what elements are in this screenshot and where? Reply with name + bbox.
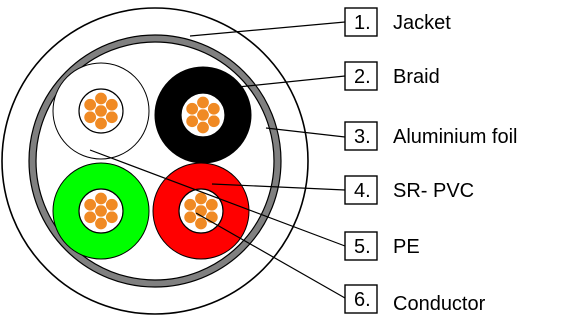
strand-green-3 <box>83 210 97 224</box>
label-number-sr-pvc: 4. <box>354 180 371 202</box>
label-text-sr-pvc: SR- PVC <box>393 180 474 202</box>
strand-white-3 <box>83 110 97 124</box>
label-boxes: 1. Jacket 2. Braid 3. Aluminium foil 4. … <box>344 7 517 315</box>
core-white <box>52 62 150 160</box>
strand-white-5 <box>94 91 108 106</box>
leader-line-braid <box>237 75 346 88</box>
leader-line-conductor <box>195 212 346 299</box>
label-conductor: 6. Conductor <box>344 284 486 315</box>
label-box-pe <box>344 231 378 261</box>
label-box-braid <box>344 61 378 91</box>
label-box-jacket <box>344 7 378 37</box>
strand-green-2 <box>94 216 108 231</box>
strand-white-4 <box>83 98 97 112</box>
strand-green-6 <box>105 198 119 212</box>
cable-body <box>1 7 309 315</box>
label-jacket: 1. Jacket <box>344 7 451 37</box>
label-number-pe: 5. <box>354 236 371 258</box>
label-sr-pvc: 4. SR- PVC <box>344 175 474 205</box>
label-number-aluminium-foil: 3. <box>354 126 371 148</box>
label-box-conductor <box>344 284 378 314</box>
label-box-aluminium-foil <box>344 121 378 151</box>
label-text-braid: Braid <box>393 66 440 88</box>
label-number-braid: 2. <box>354 66 371 88</box>
leader-line-sr-pvc <box>211 183 346 191</box>
core-red <box>152 162 250 260</box>
strand-green-4 <box>83 198 97 212</box>
label-number-jacket: 1. <box>354 12 371 34</box>
label-text-aluminium-foil: Aluminium foil <box>393 126 517 148</box>
strand-red-3 <box>183 210 197 224</box>
leader-line-jacket <box>189 21 346 37</box>
strand-red-6 <box>205 198 219 212</box>
label-number-conductor: 6. <box>354 289 371 311</box>
strand-black-5 <box>196 95 210 110</box>
label-text-conductor: Conductor <box>393 293 486 315</box>
core-green <box>52 162 150 260</box>
strand-black-6 <box>207 102 221 116</box>
label-pe: 5. PE <box>344 231 420 261</box>
strand-black-3 <box>185 114 199 128</box>
label-aluminium-foil: 3. Aluminium foil <box>344 121 517 151</box>
label-text-jacket: Jacket <box>393 12 451 34</box>
strand-red-2 <box>194 216 208 231</box>
leader-lines <box>89 21 346 299</box>
label-box-sr-pvc <box>344 175 378 205</box>
leader-line-pe <box>89 149 346 247</box>
cores-group <box>52 62 252 260</box>
leader-line-aluminium-foil <box>265 127 346 138</box>
strand-white-2 <box>94 116 108 131</box>
strand-black-2 <box>196 120 210 135</box>
core-black <box>154 66 252 164</box>
label-text-pe: PE <box>393 236 420 258</box>
strand-white-6 <box>105 98 119 112</box>
strand-green-5 <box>94 191 108 206</box>
strand-black-4 <box>185 102 199 116</box>
label-braid: 2. Braid <box>344 61 440 91</box>
strand-red-4 <box>183 198 197 212</box>
